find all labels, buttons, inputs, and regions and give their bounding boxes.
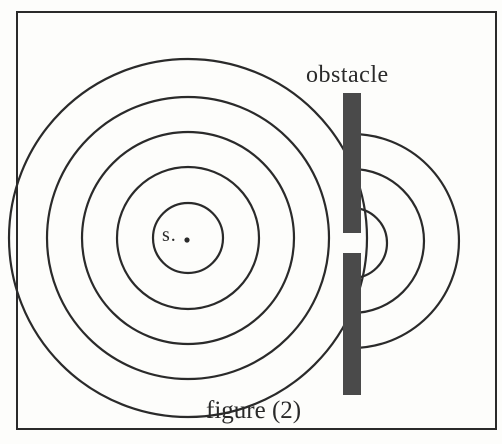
figure-caption: figure (2) — [206, 397, 302, 424]
incident-wavefront-2 — [115, 165, 261, 311]
incident-wavefront-5 — [7, 57, 369, 419]
figure-border — [16, 11, 497, 430]
source-point — [184, 237, 190, 243]
incident-wavefront-1 — [151, 201, 225, 275]
obstacle-lower-bar — [343, 253, 361, 395]
diffracted-wavefront-1 — [351, 206, 389, 280]
source-label: s. — [162, 224, 177, 246]
diffracted-wavefronts — [351, 132, 461, 350]
incident-wavefront-3 — [80, 130, 296, 346]
obstacle-label: obstacle — [306, 62, 389, 88]
diffracted-wavefront-3 — [351, 132, 461, 350]
obstacle-upper-bar — [343, 93, 361, 233]
diffracted-wavefront-2 — [351, 167, 426, 315]
incident-wavefront-4 — [45, 95, 331, 381]
incident-wavefronts — [7, 57, 369, 419]
